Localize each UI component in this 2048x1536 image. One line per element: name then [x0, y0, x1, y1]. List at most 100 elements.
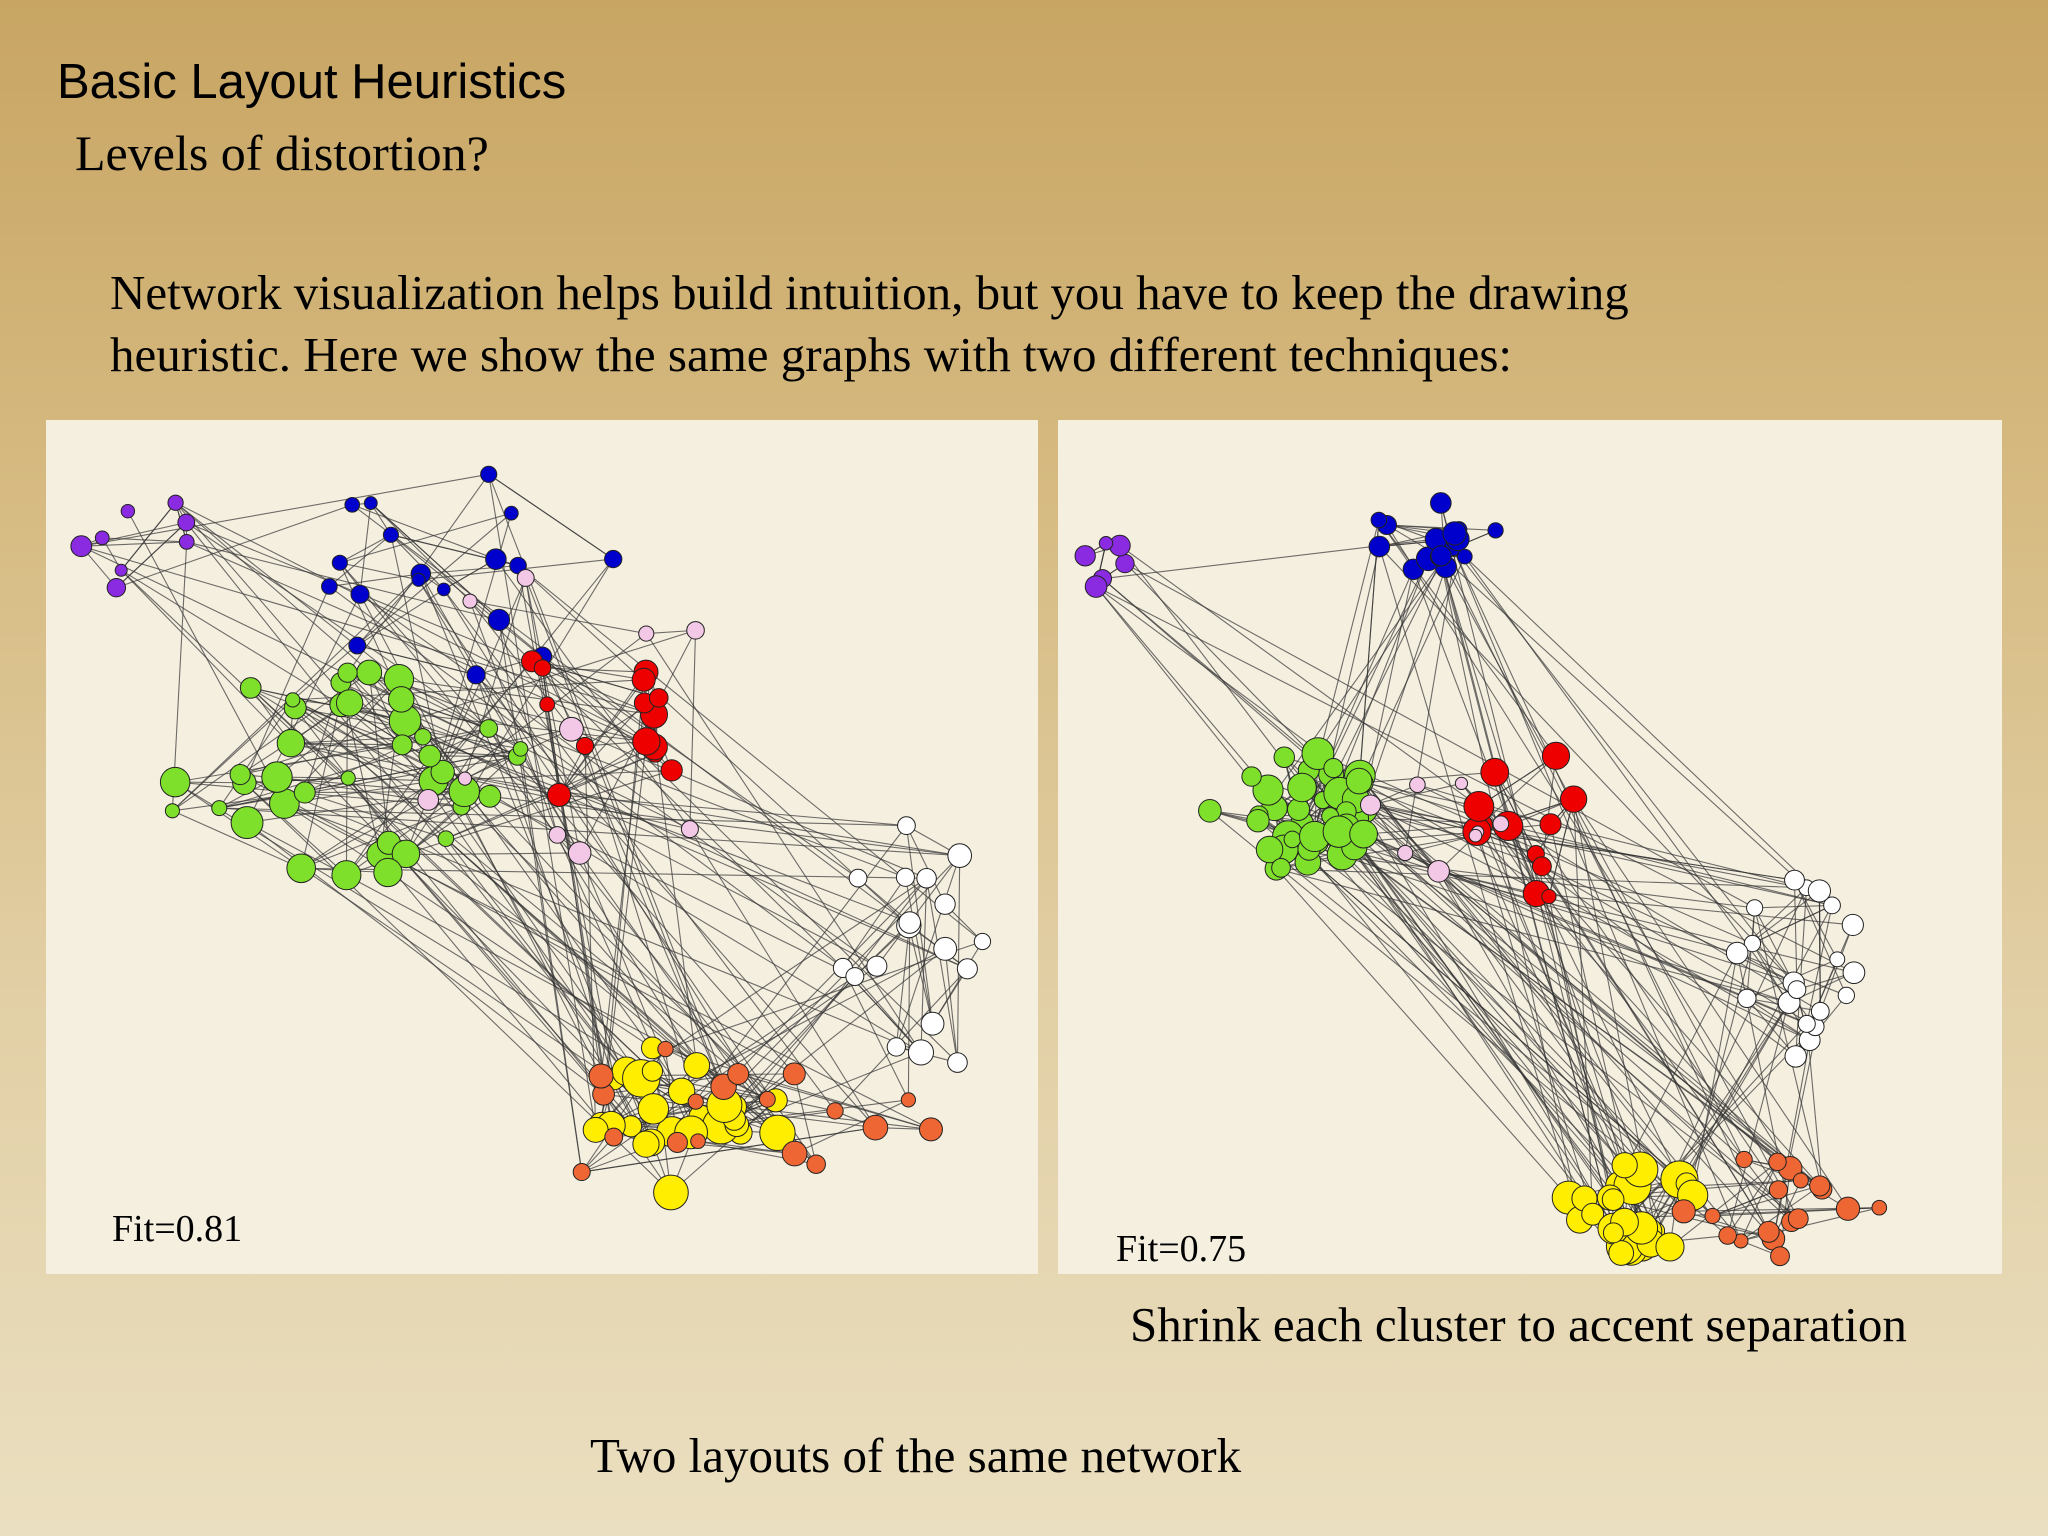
- network-node-yellow: [653, 1174, 689, 1211]
- network-node-green: [335, 689, 364, 717]
- network-edge: [854, 976, 922, 1053]
- network-node-yellow: [641, 1060, 664, 1082]
- edges-group: [1084, 502, 1880, 1257]
- network-node-green: [159, 766, 191, 798]
- network-edge: [339, 512, 512, 564]
- network-node-orange: [806, 1154, 826, 1174]
- network-node-white: [1842, 961, 1866, 985]
- network-node-pink: [1454, 776, 1469, 791]
- network-edge: [339, 534, 392, 564]
- network-node-white: [848, 868, 868, 888]
- fit-label-left: Fit=0.81: [112, 1208, 243, 1250]
- network-edge: [908, 925, 934, 1024]
- intro-line-2: heuristic. Here we show the same graphs …: [110, 327, 1513, 382]
- network-node-green: [391, 839, 421, 869]
- network-node-orange: [572, 1163, 591, 1182]
- network-edge: [175, 744, 403, 783]
- network-edge: [558, 702, 645, 796]
- network-node-pink: [462, 593, 478, 609]
- fit-label-right: Fit=0.75: [1116, 1228, 1247, 1270]
- network-edge: [398, 678, 655, 716]
- network-node-yellow: [637, 1093, 670, 1125]
- intro-line-1: Network visualization helps build intuit…: [110, 265, 1629, 320]
- network-node-green: [479, 719, 499, 738]
- network-node-green: [373, 857, 403, 888]
- network-edge: [345, 755, 431, 876]
- network-node-orange: [1770, 1246, 1790, 1267]
- network-edge: [475, 674, 876, 1128]
- network-edge: [357, 644, 477, 676]
- network-edge: [1359, 775, 1713, 1217]
- network-edge: [1727, 1161, 1778, 1236]
- network-node-white: [920, 1011, 945, 1036]
- network-node-orange: [782, 1062, 806, 1086]
- network-node-white: [895, 867, 915, 887]
- network-node-purple: [167, 494, 184, 511]
- network-node-green: [1287, 772, 1317, 803]
- right-caption: Shrink each cluster to accent separation: [1130, 1297, 1907, 1352]
- network-node-orange: [588, 1063, 614, 1089]
- network-edge: [1573, 798, 1849, 1210]
- network-node-red: [1463, 790, 1495, 822]
- network-edge: [1346, 826, 1816, 1028]
- network-edge: [294, 707, 739, 1075]
- network-node-orange: [687, 1093, 704, 1110]
- network-node-blue: [503, 505, 519, 521]
- network-edge: [1461, 783, 1792, 1223]
- network-node-purple: [106, 577, 127, 598]
- network-edge: [1541, 755, 1557, 867]
- network-edge: [571, 728, 927, 879]
- slide-subtitle: Levels of distortion?: [75, 125, 489, 181]
- network-edge: [1405, 835, 1476, 854]
- network-edge: [907, 922, 911, 1100]
- network-node-white: [1810, 1001, 1830, 1021]
- network-edge: [175, 502, 647, 742]
- network-edge: [1346, 826, 1799, 1220]
- network-edge: [469, 600, 647, 635]
- network-edge: [346, 790, 465, 876]
- network-node-green: [1349, 819, 1378, 849]
- network-edge: [464, 778, 922, 1053]
- network-edge: [1283, 848, 1755, 909]
- network-edge: [1370, 804, 1820, 892]
- network-node-white: [1823, 896, 1841, 915]
- network-edge: [1346, 811, 1745, 1160]
- network-edge: [284, 803, 653, 1049]
- network-node-yellow: [1581, 1202, 1605, 1226]
- network-node-green: [356, 659, 383, 686]
- network-node-red: [1480, 757, 1510, 787]
- network-node-yellow: [632, 1130, 660, 1158]
- network-node-green: [418, 744, 442, 768]
- network-edge: [218, 699, 294, 809]
- network-edge: [603, 877, 927, 1095]
- network-edge: [1541, 865, 1816, 1028]
- network-node-yellow: [683, 1052, 711, 1079]
- network-node-pink: [548, 826, 567, 844]
- network-edge: [81, 541, 187, 547]
- network-node-white: [1784, 1045, 1807, 1068]
- network-edge: [905, 825, 946, 905]
- network-edge: [1404, 539, 1459, 854]
- network-node-orange: [781, 1140, 808, 1167]
- network-edge: [926, 878, 959, 1063]
- network-node-red: [539, 696, 556, 713]
- network-node-green: [1345, 767, 1373, 795]
- network-edge: [689, 630, 697, 830]
- network-node-yellow: [1608, 1240, 1635, 1266]
- network-edge: [433, 558, 614, 782]
- network-node-purple: [70, 535, 93, 558]
- network-edge: [390, 534, 444, 773]
- network-node-red: [1559, 785, 1588, 813]
- network-edge: [1269, 849, 1680, 1180]
- network-edge: [443, 589, 836, 1112]
- network-node-orange: [604, 1127, 624, 1147]
- network-edge: [1363, 782, 1810, 1041]
- network-node-white: [916, 867, 937, 889]
- network-node-green: [239, 677, 262, 699]
- network-edge: [1095, 586, 1269, 791]
- network-edge: [1386, 524, 1791, 1169]
- network-node-pink: [516, 569, 535, 587]
- network-edge: [689, 828, 876, 1128]
- network-edge: [1095, 586, 1855, 974]
- network-edge: [294, 707, 434, 782]
